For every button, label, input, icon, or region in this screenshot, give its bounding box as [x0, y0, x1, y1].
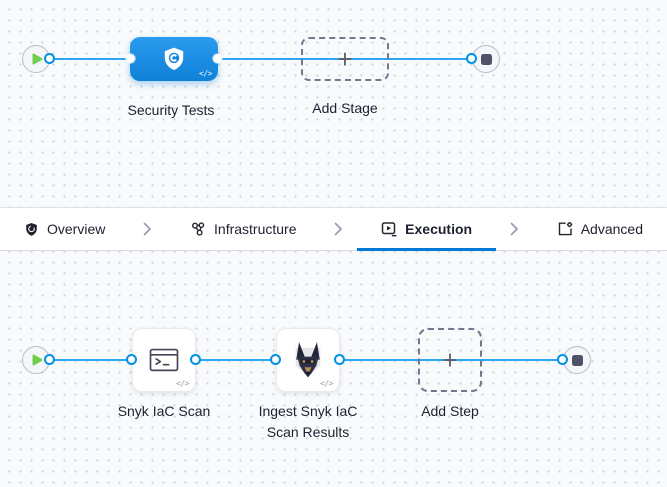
- tab-separator: [496, 208, 533, 250]
- play-icon: [32, 354, 43, 366]
- tab-label: Execution: [405, 221, 473, 237]
- stage-start-port: [44, 53, 55, 64]
- tab-advanced[interactable]: Advanced: [533, 208, 667, 250]
- stop-icon: [571, 354, 583, 366]
- add-stage-button[interactable]: +: [301, 37, 389, 81]
- advanced-settings-icon: [557, 221, 573, 237]
- step2-label: Ingest Snyk IaC Scan Results: [258, 403, 358, 440]
- tab-separator: [321, 208, 358, 250]
- tab-label: Infrastructure: [214, 221, 297, 237]
- stage-node-security-tests[interactable]: </>: [130, 37, 218, 81]
- tab-label: Advanced: [580, 221, 643, 237]
- stage-left-port: [126, 54, 135, 63]
- shield-icon: [24, 222, 39, 237]
- code-badge: </>: [176, 379, 189, 388]
- step2-left-port: [270, 354, 281, 365]
- plus-icon: +: [442, 345, 458, 375]
- tab-label: Overview: [47, 221, 106, 237]
- execution-play-icon: [381, 221, 397, 237]
- add-step-label: Add Step: [421, 403, 479, 419]
- step1-left-port: [126, 354, 137, 365]
- code-badge: </>: [199, 69, 212, 78]
- active-tab-underline: [357, 248, 497, 251]
- stage-config-tabbar: Overview Infrastructure: [0, 207, 667, 251]
- play-icon: [32, 53, 43, 65]
- step-end-port: [557, 354, 568, 365]
- terminal-icon: [148, 347, 180, 374]
- step1-label: Snyk IaC Scan: [117, 403, 211, 419]
- stage-end-port: [466, 53, 477, 64]
- plus-icon: +: [337, 44, 353, 74]
- stage-right-port: [213, 54, 222, 63]
- stage-edge-line: [49, 58, 473, 60]
- add-step-button[interactable]: +: [418, 328, 482, 392]
- code-badge: </>: [320, 379, 333, 388]
- step-node-ingest-snyk-results[interactable]: </>: [276, 328, 340, 392]
- add-stage-label: Add Stage: [312, 100, 378, 116]
- step-start-port: [44, 354, 55, 365]
- snyk-doberman-logo-icon: [290, 341, 326, 379]
- step-node-snyk-iac-scan[interactable]: </>: [132, 328, 196, 392]
- tab-overview[interactable]: Overview: [0, 208, 129, 250]
- stage-label: Security Tests: [127, 102, 215, 118]
- chevron-right-icon: [334, 222, 343, 236]
- stop-icon: [480, 53, 492, 65]
- step1-right-port: [190, 354, 201, 365]
- tab-separator: [129, 208, 166, 250]
- chevron-right-icon: [143, 222, 152, 236]
- security-shield-icon: [161, 46, 187, 72]
- infrastructure-nodes-icon: [190, 221, 206, 237]
- step2-right-port: [334, 354, 345, 365]
- tab-infrastructure[interactable]: Infrastructure: [166, 208, 320, 250]
- tab-execution[interactable]: Execution: [357, 208, 497, 251]
- chevron-right-icon: [510, 222, 519, 236]
